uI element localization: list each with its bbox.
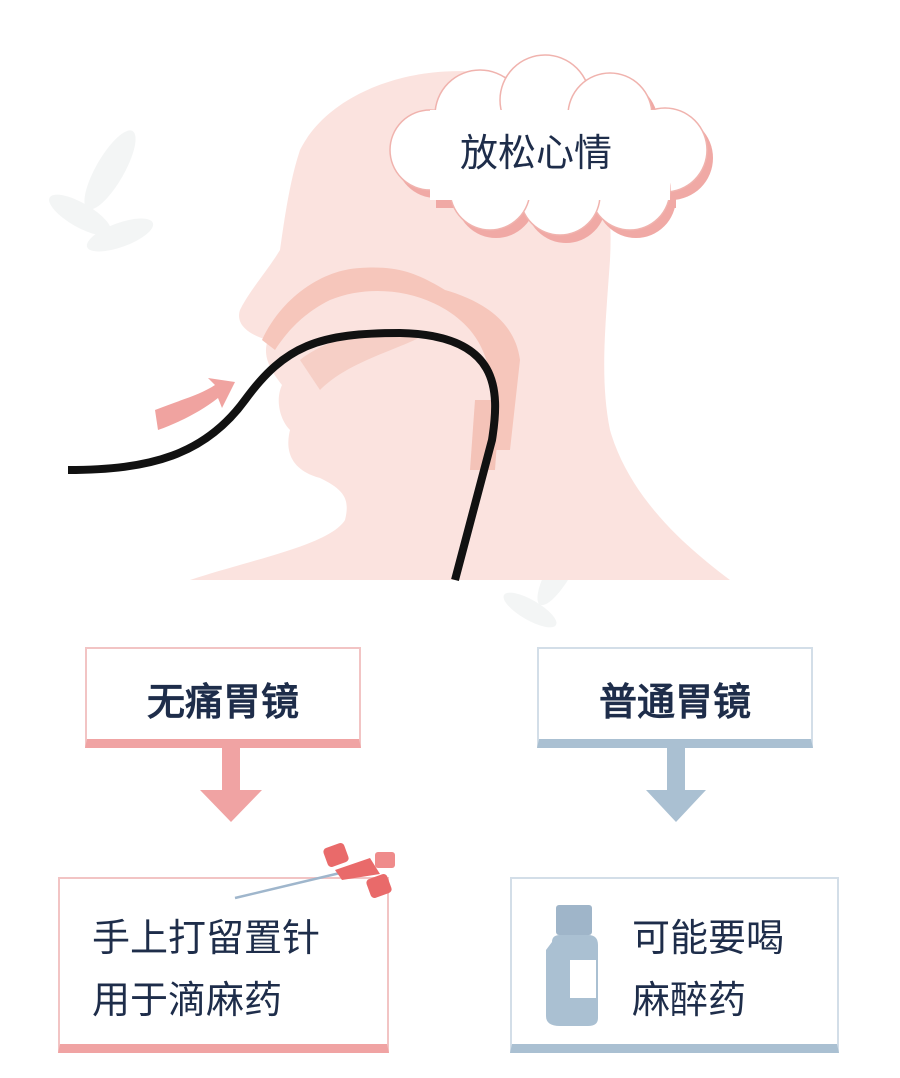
painless-detail-box: 手上打留置针 用于滴麻药 [58, 877, 389, 1053]
arrow-down-blue-icon [646, 748, 706, 822]
regular-gastroscopy-box: 普通胃镜 [537, 647, 813, 748]
painless-detail-line2: 用于滴麻药 [92, 978, 283, 1022]
regular-gastroscopy-title: 普通胃镜 [598, 680, 751, 724]
regular-detail-line1: 可能要喝 [632, 916, 785, 960]
painless-detail-line1: 手上打留置针 [92, 916, 321, 960]
iv-catheter-icon [234, 842, 395, 900]
medicine-bottle-icon [546, 905, 598, 1026]
painless-gastroscopy-title: 无痛胃镜 [146, 680, 299, 724]
thought-cloud [389, 54, 713, 243]
painless-gastroscopy-box: 无痛胃镜 [85, 647, 361, 748]
nasal-cavity [262, 267, 520, 450]
insertion-arrow-icon [155, 378, 235, 430]
tongue [300, 329, 430, 390]
arrow-down-pink-icon [200, 748, 262, 822]
thought-cloud-text: 放松心情 [460, 131, 613, 175]
endoscope-tube [67, 328, 500, 582]
regular-detail-line2: 麻醉药 [632, 978, 747, 1022]
